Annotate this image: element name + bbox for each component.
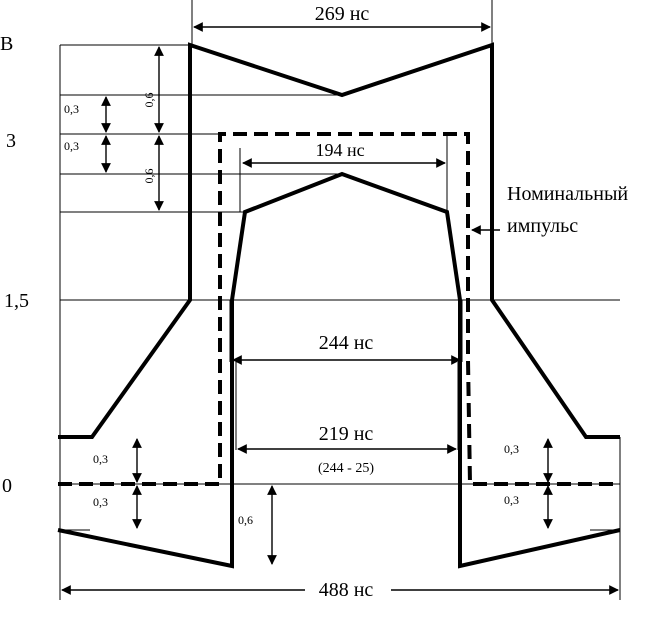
dim-label-269: 269 нс [315,3,370,25]
legend-nominal-line1: Номинальный [507,183,628,205]
tol-upper-lower: 0,6 [142,169,156,184]
dim-label-219-formula: (244 - 25) [318,461,374,476]
reference-lines [59,0,621,600]
tol-upper-inner-top: 0,3 [64,102,79,116]
tol-zero-center: 0,6 [238,513,253,527]
y-label-0: 0 [2,475,12,497]
dim-label-194: 194 нс [315,140,364,160]
dim-label-219: 219 нс [319,423,374,445]
legend-nominal-line2: импульс [507,215,578,237]
tol-upper-outer: 0,6 [142,93,156,108]
lower-mask-line [57,171,621,569]
dim-label-244: 244 нс [319,332,374,354]
tol-zero-right-upper: 0,3 [504,442,519,456]
tol-zero-left-lower: 0,3 [93,495,108,509]
tol-zero-left-upper: 0,3 [93,452,108,466]
tol-zero-right-lower: 0,3 [504,493,519,507]
tol-upper-inner-bottom: 0,3 [64,139,79,153]
y-label-top: В [0,33,13,55]
nominal-pulse-line [58,132,620,486]
dim-label-488: 488 нс [319,579,374,601]
y-label-3: 3 [6,130,16,152]
upper-mask-line [58,42,620,439]
dimension-arrows [61,22,619,595]
y-label-1-5: 1,5 [4,290,29,312]
